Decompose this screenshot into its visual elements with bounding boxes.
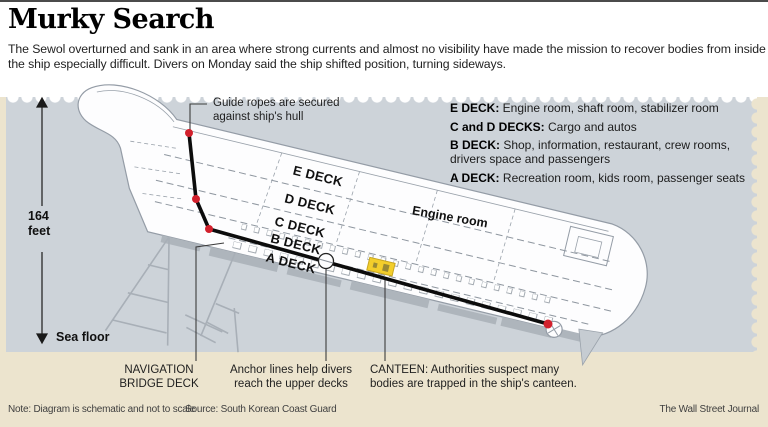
legend-desc: Engine room, shaft room, stabilizer room [499, 101, 719, 115]
depth-value: 164 [28, 209, 49, 223]
ship-hull [77, 84, 648, 338]
deck-fringe-structures [160, 235, 586, 343]
legend-term: B DECK: [450, 138, 500, 152]
legend-item-e-deck: E DECK: Engine room, shaft room, stabili… [450, 101, 758, 115]
canteen-highlight [366, 256, 396, 277]
page-subtitle: The Sewol overturned and sank in an area… [8, 42, 766, 71]
water-surface-scallop-edge [6, 96, 757, 104]
footer-credit: The Wall Street Journal [659, 404, 759, 415]
footer-source: Source: South Korean Coast Guard [185, 404, 337, 415]
anchor-lines-annotation: Anchor lines help divers reach the upper… [229, 364, 353, 390]
canteen-annotation: CANTEEN: Authorities suspect many bodies… [370, 364, 577, 390]
header-area [0, 2, 768, 97]
top-rule [0, 0, 768, 2]
masts [104, 236, 240, 353]
sea-floor-label: Sea floor [56, 330, 110, 344]
guide-ropes-annotation: Guide ropes are secured against ship's h… [213, 97, 340, 123]
b-deck-windows [240, 223, 554, 305]
legend-item-a-deck: A DECK: Recreation room, kids room, pass… [450, 171, 758, 185]
guide-rope-line [187, 131, 550, 326]
legend-item-b-deck: B DECK: Shop, information, restaurant, c… [450, 138, 758, 166]
page-title: Murky Search [8, 4, 215, 35]
legend-term: C and D DECKS: [450, 119, 545, 134]
legend-item-cd-decks: C and D DECKS: Cargo and autos [450, 120, 758, 134]
deck-legend: E DECK: Engine room, shaft room, stabili… [450, 101, 758, 189]
anchor-circle-innerline [318, 258, 334, 264]
legend-desc: Shop, information, restaurant, crew room… [450, 138, 731, 166]
legend-term: E DECK: [450, 101, 500, 115]
footer-note: Note: Diagram is schematic and not to sc… [8, 404, 196, 415]
navigation-bridge-annotation: NAVIGATION BRIDGE DECK [119, 364, 199, 390]
depth-label: 164 feet [28, 209, 50, 239]
compartment-lines [130, 140, 516, 282]
legend-term: A DECK: [450, 170, 500, 185]
panel-right-scallop-edge [750, 97, 758, 352]
legend-desc: Recreation room, kids room, passenger se… [499, 170, 746, 185]
rope-anchor-dots [185, 129, 553, 329]
keel-line [172, 126, 609, 232]
depth-arrow [35, 96, 49, 345]
bow-curve [96, 90, 175, 123]
depth-unit: feet [28, 224, 51, 238]
navigation-bridge-leader [195, 242, 225, 361]
guide-ropes-leader [189, 103, 207, 130]
legend-desc: Cargo and autos [544, 119, 637, 134]
